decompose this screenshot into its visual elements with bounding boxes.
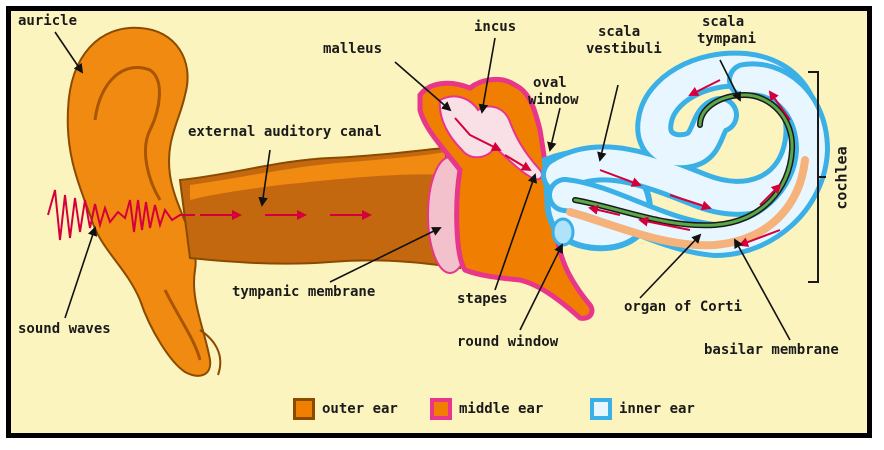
label-external-auditory-canal: external auditory canal (188, 125, 382, 140)
legend-label-inner-ear: inner ear (619, 402, 695, 417)
label-round-window: round window (457, 335, 558, 350)
label-incus: incus (474, 20, 516, 35)
legend-swatch-outer-ear (293, 398, 315, 420)
label-sound-waves: sound waves (18, 322, 111, 337)
label-scala-tympani-line1: scala (702, 15, 744, 30)
legend-swatch-middle-ear (430, 398, 452, 420)
label-oval-window-line2: window (528, 93, 579, 108)
legend-swatch-inner-ear (590, 398, 612, 420)
legend-label-middle-ear: middle ear (459, 402, 543, 417)
label-stapes: stapes (457, 292, 508, 307)
label-auricle: auricle (18, 14, 77, 29)
label-scala-vestibuli-line2: vestibuli (586, 42, 662, 57)
label-tympanic-membrane: tympanic membrane (232, 285, 375, 300)
legend-label-outer-ear: outer ear (322, 402, 398, 417)
label-scala-tympani-line2: tympani (697, 32, 756, 47)
round-window-shape (553, 219, 573, 245)
label-oval-window-line1: oval (533, 76, 567, 91)
label-basilar-membrane: basilar membrane (704, 343, 839, 358)
label-malleus: malleus (323, 42, 382, 57)
label-organ-of-corti: organ of Corti (624, 300, 742, 315)
label-cochlea: cochlea (835, 146, 850, 209)
label-scala-vestibuli-line1: scala (598, 25, 640, 40)
